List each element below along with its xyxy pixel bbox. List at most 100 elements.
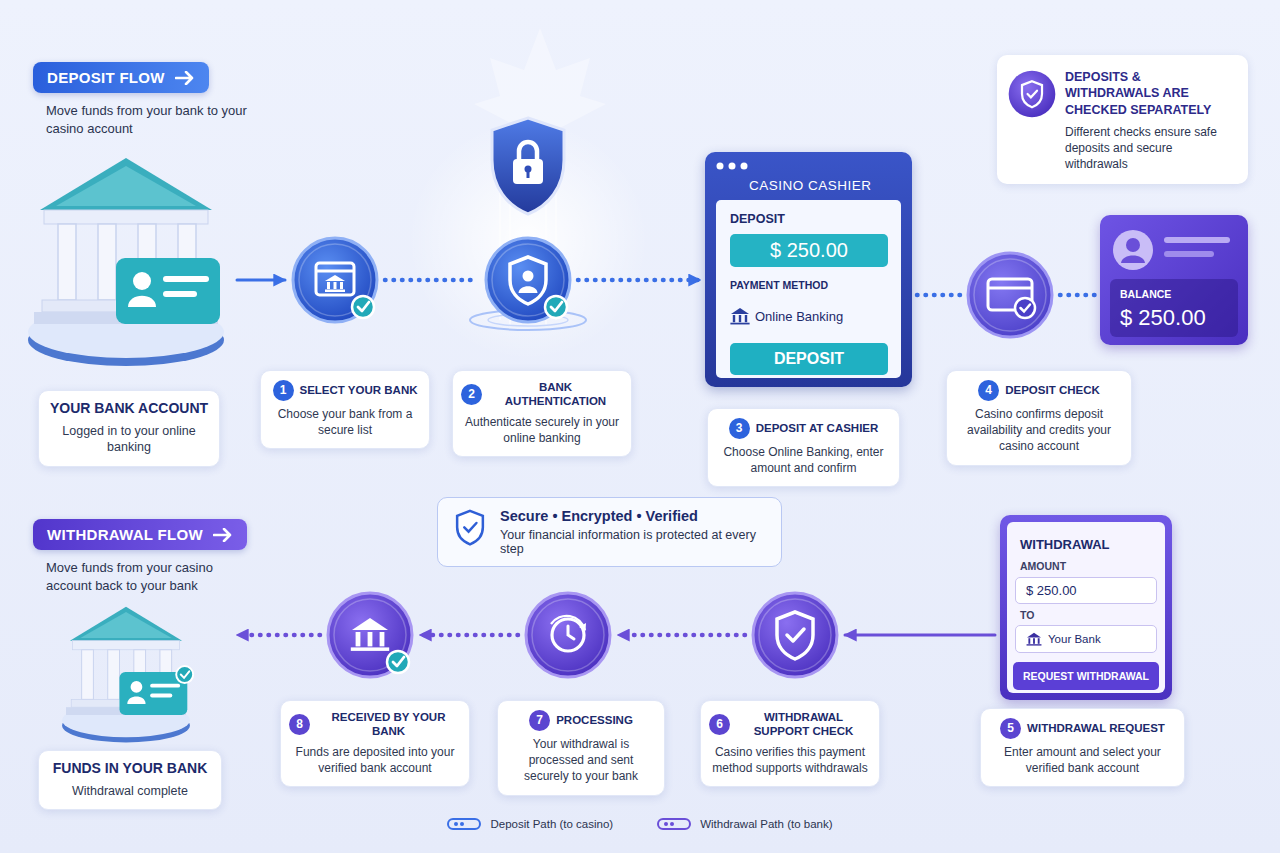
step-icon: 6WITHDRAWAL SUPPORT CHECKCasino verifies…	[750, 590, 840, 680]
card-header: 1 SELECT YOUR BANK	[269, 380, 421, 401]
step-heading: DEPOSIT CHECK	[1005, 383, 1100, 397]
avatar	[1112, 229, 1154, 271]
window-dots	[715, 161, 755, 171]
step-icon-art	[965, 250, 1055, 340]
step-card: 3DEPOSIT AT CASHIERChoose Online Banking…	[707, 408, 900, 487]
bank-illustration	[20, 140, 232, 370]
step-description: Withdrawal complete	[47, 783, 213, 800]
card-header: 6 WITHDRAWAL SUPPORT CHECK	[709, 710, 871, 739]
step-description: Choose your bank from a secure list	[269, 406, 421, 438]
flow-title: DEPOSIT FLOW	[47, 69, 165, 86]
flow-connector	[237, 279, 285, 282]
card-header: 8RECEIVED BY YOUR BANK	[289, 710, 461, 739]
button-label: DEPOSIT	[774, 350, 844, 368]
step-card: 2 BANK AUTHENTICATION Authenticate securel…	[452, 370, 632, 457]
step-card: 1 SELECT YOUR BANK Choose your bank from a…	[260, 370, 430, 449]
step-icon-art	[750, 590, 840, 680]
flow-connector	[845, 634, 995, 637]
amount-field: $ 250.00	[1015, 577, 1157, 604]
bank-glyph	[1026, 632, 1042, 646]
step-heading: FUNDS IN YOUR BANK	[53, 760, 208, 778]
text-line	[1164, 237, 1230, 243]
legend: Deposit Path (to casino)Withdrawal Path …	[0, 818, 1280, 830]
flow-subtitle: Move funds from your casino account back…	[46, 559, 261, 595]
step-icon: 4DEPOSIT CHECKCasino confirms deposit av…	[965, 250, 1055, 340]
flow-connector	[237, 633, 320, 638]
step-number: 8	[289, 714, 310, 735]
note-heading: DEPOSITS & WITHDRAWALS ARE CHECKED SEPAR…	[1065, 69, 1236, 118]
card-header: 5WITHDRAWAL REQUEST	[989, 718, 1176, 739]
step-number: 6	[709, 714, 730, 735]
shield-icon	[452, 508, 488, 548]
step-icon: 2BANK AUTHENTICATIONAuthenticate securel…	[483, 235, 573, 325]
balance-value: $ 250.00	[1120, 305, 1206, 331]
step-description: Enter amount and select your verified ba…	[989, 744, 1176, 776]
flow-subtitle: Move funds from your bank to your casino…	[46, 102, 261, 138]
panel-title: CASINO CASHIER	[749, 178, 872, 193]
step-number: 1	[273, 380, 294, 401]
balance-panel: BALANCE$ 250.00	[1100, 215, 1248, 345]
card-header: 7PROCESSING	[506, 710, 656, 731]
note-body: Different checks ensure safe deposits an…	[1065, 124, 1236, 173]
panel-title: WITHDRAWAL	[1020, 537, 1110, 552]
card-header: 3DEPOSIT AT CASHIER	[716, 418, 891, 439]
field-label: PAYMENT METHOD	[730, 279, 828, 291]
legend-item: Deposit Path (to casino)	[447, 818, 613, 830]
step-icon: 7PROCESSINGYour withdrawal is processed …	[523, 590, 613, 680]
bank-illustration	[20, 595, 232, 745]
flow-pill: WITHDRAWAL FLOWMove funds from your casi…	[33, 519, 247, 550]
field-label: TO	[1020, 609, 1034, 621]
card-header: YOUR BANK ACCOUNT	[47, 400, 211, 418]
field-value: $ 250.00	[1026, 583, 1077, 598]
funds-bank: FUNDS IN YOUR BANKWithdrawal complete	[20, 595, 232, 745]
bank-field: Your Bank	[1015, 625, 1157, 653]
button-label: REQUEST WITHDRAWAL	[1023, 670, 1149, 682]
step-number: 4	[978, 380, 999, 401]
flow-pill: DEPOSIT FLOWMove funds from your bank to…	[33, 62, 209, 93]
payment-method: Online Banking	[755, 309, 843, 324]
lock-shield	[492, 118, 564, 214]
bank-glyph	[730, 307, 750, 325]
step-card: 5WITHDRAWAL REQUEST Enter amount and sele…	[980, 708, 1185, 787]
bank-account: YOUR BANK ACCOUNTLogged in to your onlin…	[20, 140, 232, 370]
step-heading: YOUR BANK ACCOUNT	[50, 400, 208, 418]
step-heading: WITHDRAWAL SUPPORT CHECK	[736, 710, 871, 739]
legend-text: Deposit Path (to casino)	[490, 818, 613, 830]
step-heading: DEPOSIT AT CASHIER	[756, 421, 879, 435]
withdrawal-panel: WITHDRAWALAMOUNTTO5WITHDRAWAL REQUESTEnt…	[1000, 515, 1172, 700]
flow-connector	[578, 278, 700, 283]
step-number: 2	[461, 384, 482, 405]
flow-connector	[917, 293, 960, 298]
field-value: $ 250.00	[770, 239, 848, 262]
step-card: 7PROCESSING Your withdrawal is processed …	[497, 700, 665, 796]
flow-connector	[618, 633, 745, 638]
step-icon-art	[483, 235, 573, 325]
step-description: Your withdrawal is processed and sent se…	[506, 736, 656, 785]
flow-connector	[385, 278, 478, 283]
request-button: REQUEST WITHDRAWAL	[1013, 662, 1159, 690]
step-heading: SELECT YOUR BANK	[300, 383, 418, 397]
security-note: Secure • Encrypted • VerifiedYour financ…	[437, 497, 782, 567]
step-description: Funds are deposited into your verified b…	[289, 744, 461, 776]
flow-connector	[420, 633, 518, 638]
step-card: FUNDS IN YOUR BANK Withdrawal complete	[38, 750, 222, 810]
field-label: AMOUNT	[1020, 560, 1066, 572]
step-number: 7	[529, 710, 550, 731]
field-label: DEPOSIT	[730, 212, 785, 226]
cashier-panel: CASINO CASHIER DEPOSIT PAYMENT METHOD Onlin…	[705, 152, 912, 387]
legend-sample	[657, 818, 691, 830]
step-icon-art	[290, 235, 380, 325]
step-description: Authenticate securely in your online ban…	[461, 414, 623, 446]
field-value: Your Bank	[1048, 633, 1101, 645]
card-header: 2 BANK AUTHENTICATION	[461, 380, 623, 409]
deposit-button: DEPOSIT	[730, 343, 888, 375]
step-icon-art	[523, 590, 613, 680]
card-header: 4 DEPOSIT CHECK	[955, 380, 1123, 401]
flow-title: WITHDRAWAL FLOW	[47, 526, 203, 543]
arrow-icon	[175, 71, 195, 85]
step-heading: BANK AUTHENTICATION	[488, 380, 623, 409]
step-card: 4DEPOSIT CHECKCasino confirms deposit av…	[946, 370, 1132, 466]
note-heading: Secure • Encrypted • Verified	[500, 508, 769, 524]
